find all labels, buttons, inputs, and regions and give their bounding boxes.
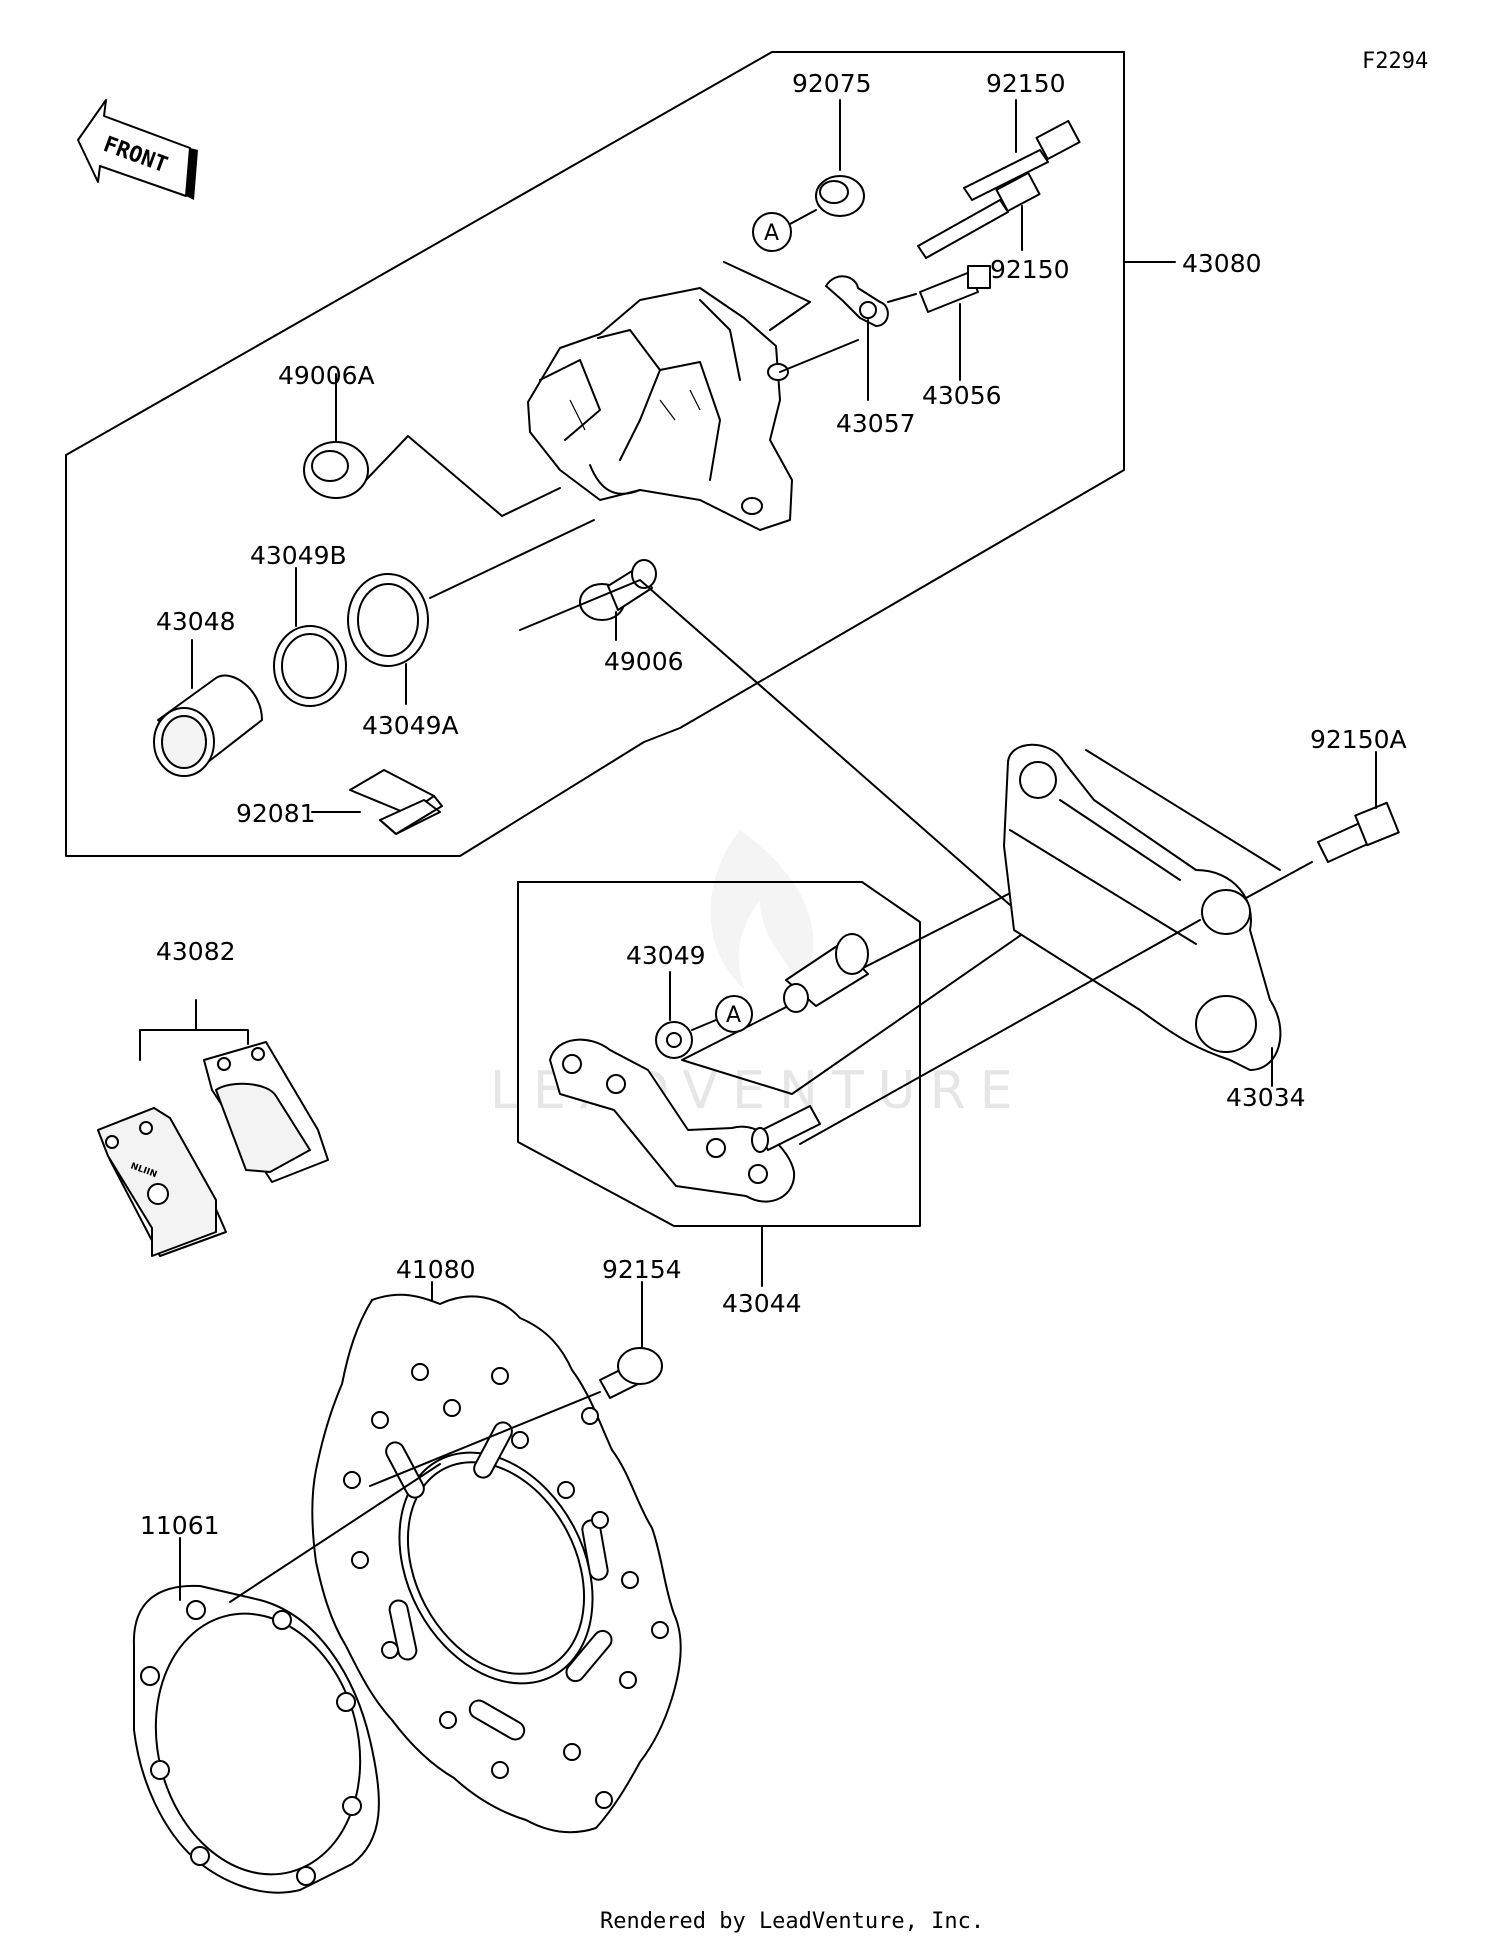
piston-43048 xyxy=(153,674,263,777)
label-43057: 43057 xyxy=(836,409,916,438)
pad-spring-92081 xyxy=(349,769,443,835)
dust-boot-49006A xyxy=(303,441,369,499)
washer-43049 xyxy=(655,1021,693,1059)
footer-credit: Rendered by LeadVenture, Inc. xyxy=(600,1909,984,1934)
label-92150-top: 92150 xyxy=(986,69,1066,98)
label-43049: 43049 xyxy=(626,941,706,970)
piston-seal-43049A xyxy=(347,573,429,667)
watermark-logo xyxy=(710,830,814,990)
disc-bolt-92154 xyxy=(599,1347,663,1399)
label-41080: 41080 xyxy=(396,1255,476,1284)
gasket-11061 xyxy=(132,1584,380,1894)
label-43049A: 43049A xyxy=(362,711,459,740)
callout-a-leader xyxy=(723,261,811,331)
pin-92150-top xyxy=(963,119,1081,201)
bleeder-cap-92075 xyxy=(815,175,865,217)
label-92075: 92075 xyxy=(792,69,872,98)
callout-a-bottom: A xyxy=(715,995,753,1033)
label-49006: 49006 xyxy=(604,647,684,676)
caliper-body xyxy=(527,287,793,531)
piston-seal-43049B xyxy=(273,625,347,707)
diagram-code: F2294 xyxy=(1362,49,1428,74)
bracket-pin xyxy=(751,1105,821,1153)
label-43049B: 43049B xyxy=(250,541,347,570)
bolt-92150A xyxy=(1317,801,1400,863)
svg-text:A: A xyxy=(764,221,779,246)
label-92081: 92081 xyxy=(236,799,316,828)
label-43082: 43082 xyxy=(156,937,236,966)
label-43048: 43048 xyxy=(156,607,236,636)
label-92150-mid: 92150 xyxy=(990,255,1070,284)
label-43080: 43080 xyxy=(1182,249,1262,278)
leader-43082-bracket xyxy=(139,1029,249,1061)
bleeder-cap-43057 xyxy=(825,275,889,327)
pin-92150-mid xyxy=(917,171,1041,259)
pin-sleeve xyxy=(783,933,869,1013)
mounting-leaders xyxy=(519,579,1037,1095)
callout-a-top: A xyxy=(752,212,792,252)
label-11061: 11061 xyxy=(140,1511,220,1540)
brake-pad-43082-rear xyxy=(203,1041,329,1183)
caliper-holder-43034 xyxy=(1003,743,1282,1071)
label-43056: 43056 xyxy=(922,381,1002,410)
front-direction-arrow: FRONT xyxy=(77,99,198,200)
brake-disc-41080 xyxy=(311,1293,682,1834)
label-43034: 43034 xyxy=(1226,1083,1306,1112)
label-43044: 43044 xyxy=(722,1289,802,1318)
bleeder-valve-43056 xyxy=(919,265,991,313)
label-92150A: 92150A xyxy=(1310,725,1407,754)
label-49006A: 49006A xyxy=(278,361,375,390)
caliper-assembly-boundary xyxy=(65,51,1125,857)
brake-pad-43082-front: NLIIN xyxy=(97,1107,227,1257)
bracket-assembly-boundary xyxy=(517,881,921,1227)
svg-text:A: A xyxy=(726,1003,741,1028)
label-92154: 92154 xyxy=(602,1255,682,1284)
